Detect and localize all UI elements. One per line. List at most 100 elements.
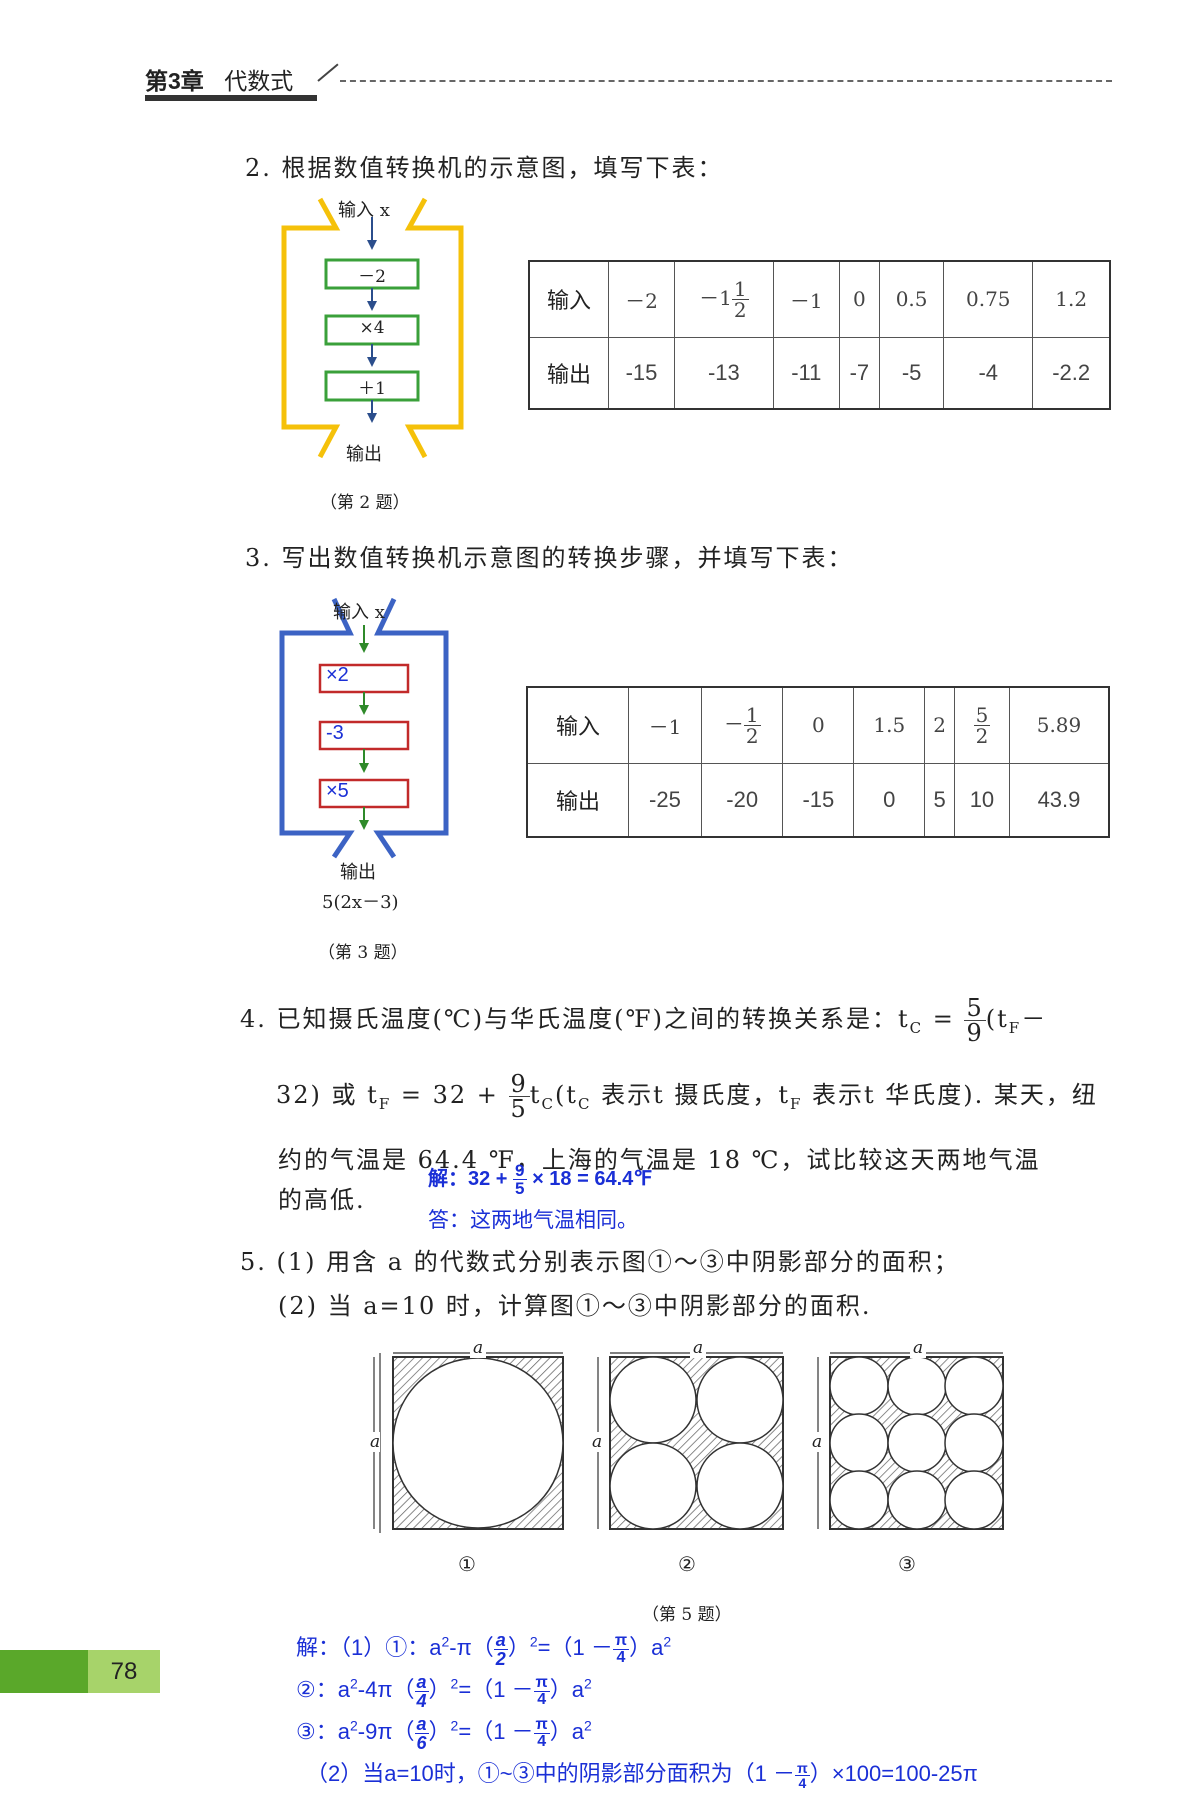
q3-frac2-den: 2 — [975, 723, 989, 748]
q3-output-cell: -15 — [782, 762, 855, 838]
q4-answer-frac-num: 9 — [513, 1161, 527, 1181]
q3-output-cell: 0 — [853, 762, 926, 838]
ans-sup: 2 — [441, 1633, 450, 1650]
q2-mixed-den: 2 — [733, 297, 747, 322]
ans-frac-num: a — [493, 1629, 508, 1650]
q2-output-cell: -15 — [607, 336, 676, 410]
ans-text: ）×100=100-25π — [809, 1761, 978, 1786]
q4-text: = — [923, 1005, 965, 1033]
q2-row-label-output: 输出 — [528, 336, 609, 410]
q4-frac-den: 9 — [966, 1019, 984, 1047]
q3-input-cell: 0 — [782, 686, 855, 764]
q2-text: 2. 根据数值转换机的示意图，填写下表： — [245, 154, 724, 182]
ans-frac-den: 2 — [495, 1648, 506, 1669]
chapter-number: 第3章 — [145, 68, 204, 94]
q4-answer-frac-den: 5 — [515, 1179, 525, 1199]
q3-output-cell: -20 — [700, 762, 784, 838]
ans-text: -9π（ — [357, 1719, 415, 1744]
q3-output-cell: 43.9 — [1008, 762, 1110, 838]
ans-text: 解：（1）①：a — [296, 1635, 442, 1660]
figure-1 — [373, 1352, 564, 1533]
q4-answer-text: × 18 = 64.4℉ — [526, 1168, 653, 1190]
header-dashed-line — [340, 80, 1112, 82]
q4-sub: F — [378, 1094, 392, 1113]
ans-frac-den: 4 — [537, 1690, 547, 1708]
q2-input-label: 输入 x — [338, 200, 390, 221]
q5-caption: （第 5 题） — [642, 1605, 732, 1625]
q2-output-cell: -13 — [674, 336, 774, 410]
q2-input-cell: 0 — [838, 260, 881, 338]
ans-text: ②：a — [296, 1677, 350, 1702]
q2-input-cell: －2 — [607, 260, 676, 338]
q4-frac-num: 5 — [964, 994, 986, 1022]
q2-step-3: ＋1 — [358, 379, 386, 399]
ans-text: ）a — [549, 1677, 585, 1702]
fig3-number: ③ — [898, 1552, 916, 1576]
q3-input-cell: 2 — [924, 686, 955, 764]
q2-machine-diagram — [281, 197, 464, 459]
ans-sup: 2 — [529, 1633, 538, 1650]
ans-text: ③：a — [296, 1719, 350, 1744]
chapter-header: 第3章 代数式 — [145, 62, 293, 96]
q4-sub: C — [909, 1018, 924, 1037]
q5-line-2: (2) 当 a=10 时，计算图①～③中阴影部分的面积. — [278, 1292, 872, 1320]
q3-frac1-den: 2 — [745, 723, 759, 748]
fig3-top-label: a — [910, 1338, 927, 1358]
q3-machine-diagram — [279, 597, 449, 859]
q4-sub: F — [1008, 1018, 1022, 1037]
q3-input-cell: 1.5 — [853, 686, 926, 764]
fig1-number: ① — [458, 1552, 476, 1576]
q3-input-cell: 5.89 — [1008, 686, 1110, 764]
q4-sub: C — [577, 1094, 592, 1113]
ans-sup: 2 — [663, 1633, 672, 1650]
q4-text: (t — [554, 1081, 578, 1109]
q4-text: 4. 已知摄氏温度(℃)与华氏温度(℉)之间的转换关系是：t — [240, 1005, 910, 1033]
ans-sup: 2 — [584, 1675, 592, 1692]
ans-sup: 2 — [584, 1717, 592, 1734]
ans-text: -π（ — [449, 1635, 494, 1660]
q2-input-cell: 0.75 — [943, 260, 1034, 338]
ans-frac-num: a — [414, 1713, 429, 1734]
ans-sup: 2 — [450, 1717, 459, 1734]
page-number-bar — [0, 1650, 88, 1693]
fig2-number: ② — [678, 1552, 696, 1576]
q3-text: 3. 写出数值转换机示意图的转换步骤，并填写下表： — [245, 544, 854, 572]
q4-sub: F — [789, 1094, 803, 1113]
ans-frac-num: a — [414, 1671, 429, 1692]
figure-3 — [817, 1352, 1004, 1530]
q3-input-cell: －1 — [628, 686, 702, 764]
page-number: 78 — [88, 1650, 160, 1693]
q2-mixed-whole: －1 — [699, 285, 732, 310]
q3-input-label: 输入 x — [333, 602, 385, 623]
q4-text: 32) 或 t — [276, 1081, 379, 1109]
q4-text: t — [529, 1081, 542, 1109]
ans-text: =（1 － — [458, 1677, 534, 1702]
ans-frac-den: 6 — [416, 1732, 427, 1753]
q3-output-cell: 10 — [953, 762, 1010, 838]
q4-text: = 32 + — [391, 1081, 509, 1109]
q4-answer-conclusion: 答：这两地气温相同。 — [428, 1209, 638, 1232]
ans-sup: 2 — [349, 1717, 358, 1734]
q2-output-cell: -4 — [943, 336, 1034, 410]
q3-frac2-num: 5 — [973, 702, 991, 727]
q3-step-1: ×2 — [326, 664, 349, 686]
q4-text: 表示t 摄氏度，t — [591, 1081, 790, 1109]
ans-text: ） — [507, 1635, 530, 1660]
